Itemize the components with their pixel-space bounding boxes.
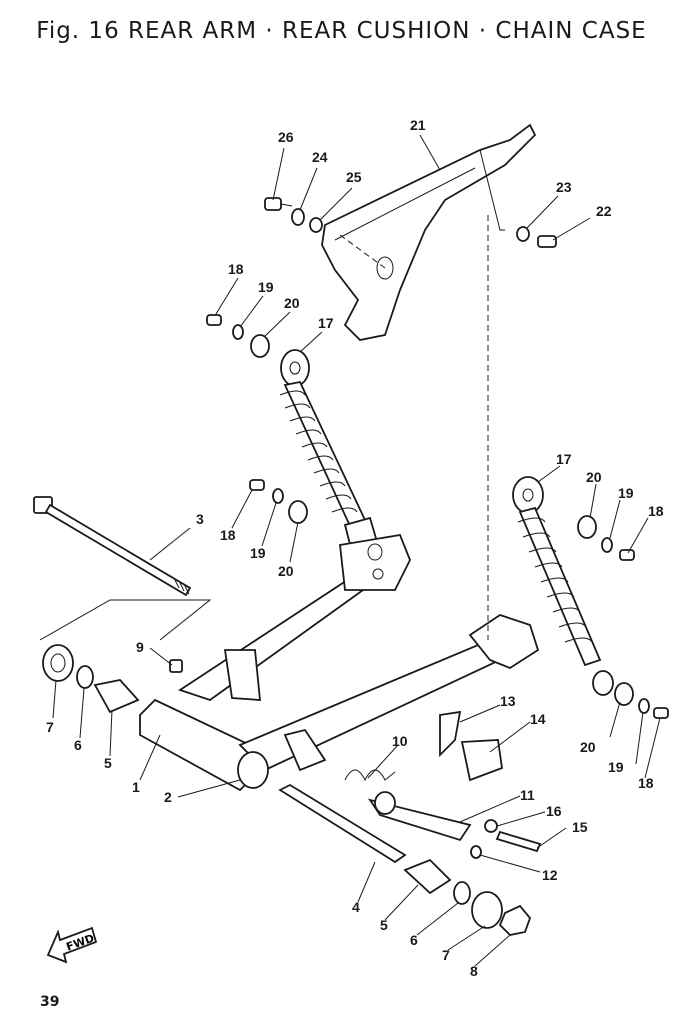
chain-case-bolt-right bbox=[516, 226, 557, 248]
callout-24: 26 bbox=[278, 129, 294, 145]
callout-9: 9 bbox=[136, 639, 144, 655]
callout-5b: 5 bbox=[380, 917, 388, 933]
callout-21: 21 bbox=[410, 117, 426, 133]
callout-8: 8 bbox=[470, 963, 478, 979]
callout-19b: 19 bbox=[618, 485, 634, 501]
callout-20c: 20 bbox=[278, 563, 294, 579]
callout-20d: 20 bbox=[580, 739, 596, 755]
pivot-axle-right bbox=[278, 783, 532, 936]
callout-7b: 7 bbox=[442, 947, 450, 963]
callout-14: 14 bbox=[530, 711, 546, 727]
callout-23: 23 bbox=[556, 179, 572, 195]
chain-case-bolt-set bbox=[264, 197, 323, 233]
figure-title: Fig. 16 REAR ARM · REAR CUSHION · CHAIN … bbox=[36, 18, 647, 44]
callout-17b: 17 bbox=[556, 451, 572, 467]
callout-13: 13 bbox=[500, 693, 516, 709]
callout-19c: 19 bbox=[250, 545, 266, 561]
callout-6: 6 bbox=[74, 737, 82, 753]
callout-numbers: 26 24 25 21 23 22 18 19 20 17 17 20 19 1… bbox=[46, 117, 664, 979]
callout-6b: 6 bbox=[410, 932, 418, 948]
callout-18d: 18 bbox=[638, 775, 654, 791]
callout-4: 4 bbox=[352, 899, 360, 915]
callout-19d: 19 bbox=[608, 759, 624, 775]
callout-2: 2 bbox=[164, 789, 172, 805]
pivot-bushing bbox=[237, 751, 269, 789]
right-lower-mount-hardware bbox=[614, 682, 669, 719]
callout-16: 16 bbox=[546, 803, 562, 819]
left-upper-mount-hardware bbox=[206, 314, 270, 358]
callout-10: 10 bbox=[392, 733, 408, 749]
callout-1: 1 bbox=[132, 779, 140, 795]
callout-17: 17 bbox=[318, 315, 334, 331]
page-number: 39 bbox=[40, 994, 60, 1010]
callout-5: 5 bbox=[104, 755, 112, 771]
callout-19: 19 bbox=[258, 279, 274, 295]
left-pivot-collar-set bbox=[42, 644, 140, 714]
left-lower-mount-hardware bbox=[249, 479, 308, 524]
grease-nipple bbox=[169, 659, 183, 673]
fwd-arrow-icon: FWD bbox=[46, 926, 98, 964]
callout-18c: 18 bbox=[220, 527, 236, 543]
callout-25: 24 bbox=[312, 149, 328, 165]
right-rear-cushion bbox=[512, 476, 614, 696]
pivot-shaft bbox=[33, 496, 192, 597]
callout-26: 25 bbox=[346, 169, 362, 185]
fwd-label: FWD bbox=[64, 932, 95, 954]
callout-12: 12 bbox=[542, 867, 558, 883]
callout-18: 18 bbox=[228, 261, 244, 277]
rear-arm bbox=[139, 533, 540, 792]
chain-tensioner-assembly bbox=[344, 710, 542, 859]
leader-lines bbox=[52, 134, 661, 967]
callout-7: 7 bbox=[46, 719, 54, 735]
callout-3: 3 bbox=[196, 511, 204, 527]
chain-case bbox=[321, 123, 537, 341]
callout-20b: 20 bbox=[586, 469, 602, 485]
callout-22: 22 bbox=[596, 203, 612, 219]
callout-20: 20 bbox=[284, 295, 300, 311]
callout-18b: 18 bbox=[648, 503, 664, 519]
right-upper-mount-hardware bbox=[577, 515, 635, 561]
callout-15: 15 bbox=[572, 819, 588, 835]
callout-11: 11 bbox=[520, 787, 535, 803]
